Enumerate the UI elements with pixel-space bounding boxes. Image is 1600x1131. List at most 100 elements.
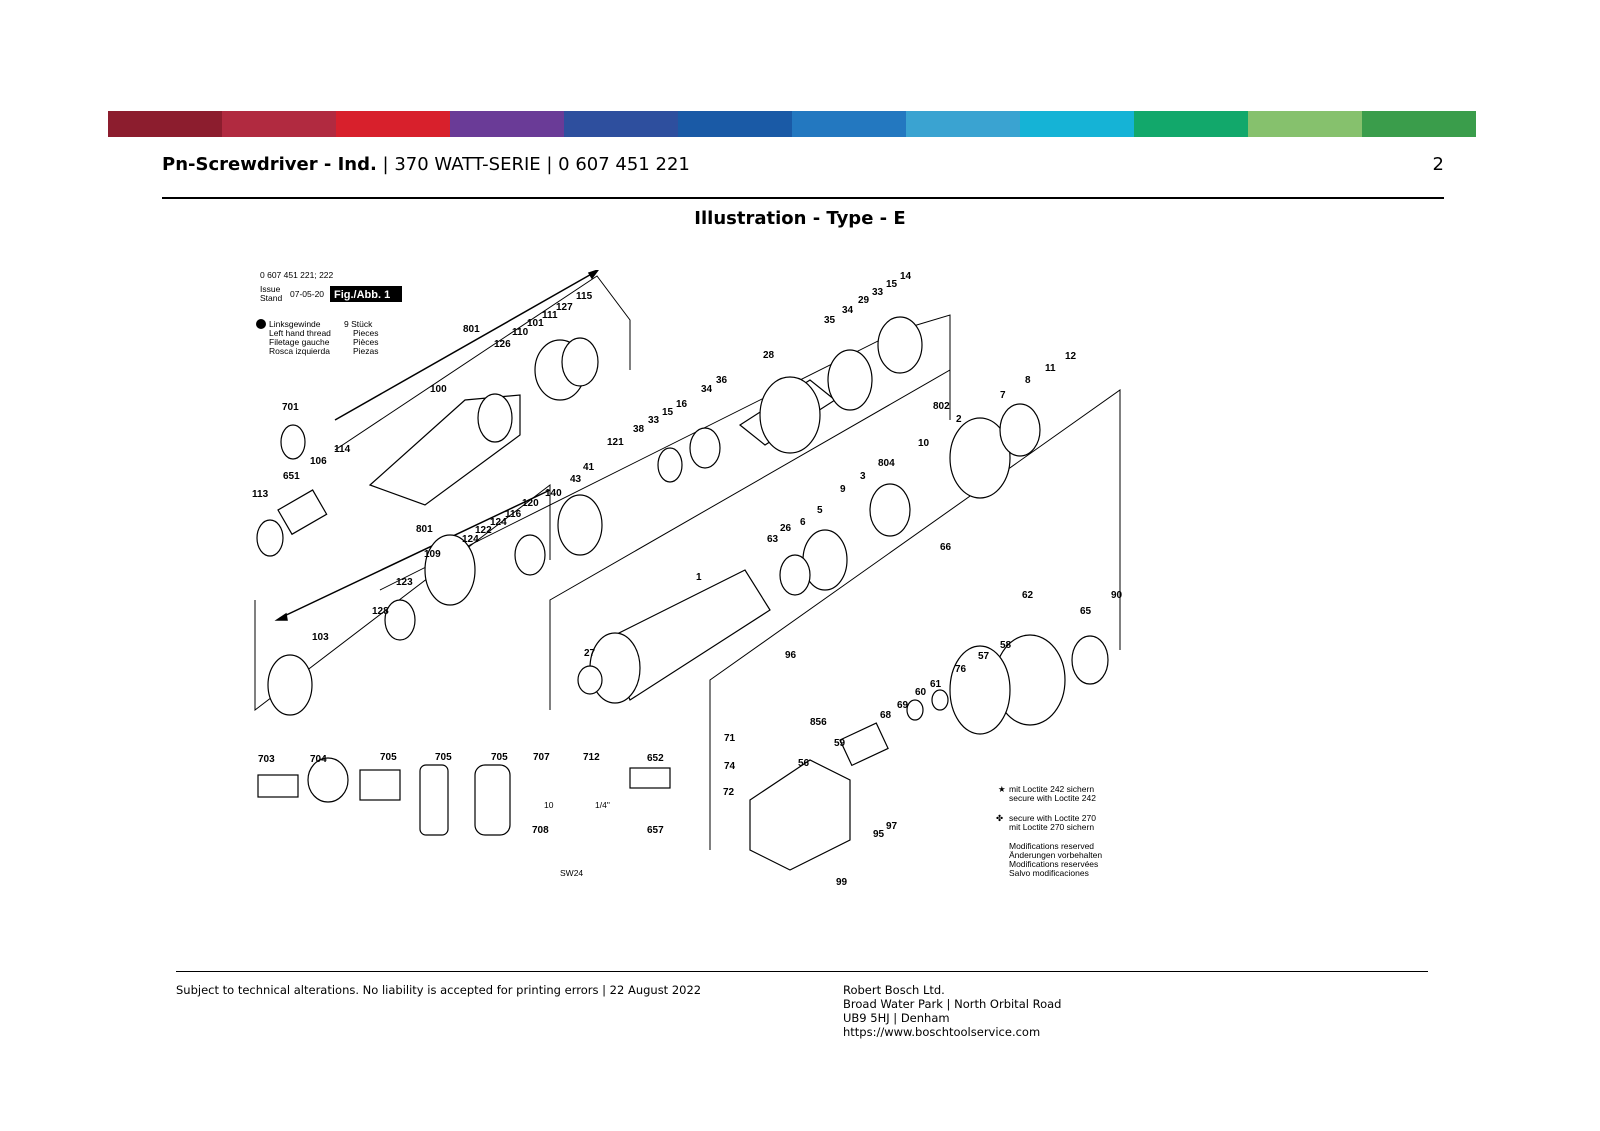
page-number: 2 (1432, 154, 1444, 175)
part-label: 120 (522, 498, 539, 509)
part-label: 71 (724, 733, 736, 744)
left-thread-symbol-icon (256, 319, 266, 329)
issue-label: Issue (260, 284, 281, 294)
color-segment (792, 111, 906, 137)
part-label: 651 (283, 471, 300, 482)
part-label: 9 (840, 484, 846, 495)
color-segment (1134, 111, 1248, 137)
part-label: 95 (873, 829, 885, 840)
part-label: 69 (897, 700, 909, 711)
page-header: Pn-Screwdriver - Ind. | 370 WATT-SERIE |… (162, 152, 1444, 182)
part-label: 114 (334, 444, 351, 455)
part-label: 121 (607, 437, 624, 448)
part-label: 113 (252, 489, 269, 500)
part-label: 652 (647, 753, 664, 764)
modifications-es: Salvo modificaciones (1009, 868, 1089, 878)
pieces-de: 9 Stück (344, 319, 373, 329)
modifications-de: Änderungen vorbehalten (1009, 850, 1102, 860)
part-label: 703 (258, 754, 275, 765)
part-labels: 801 115 127 111 101 110 126 100 701 114 … (252, 271, 1123, 888)
part-label: 72 (723, 787, 735, 798)
part-label: 101 (527, 318, 544, 329)
star-symbol-icon: ★ (998, 784, 1006, 794)
left-thread-en: Left hand thread (269, 328, 331, 338)
part-label: 2 (956, 414, 962, 425)
part-label: 707 (533, 752, 550, 763)
part-label: 801 (416, 524, 433, 535)
header-divider (162, 197, 1444, 199)
part-label: 708 (532, 825, 549, 836)
part-label: 38 (633, 424, 645, 435)
document-title-rest: | 370 WATT-SERIE | 0 607 451 221 (376, 154, 690, 175)
part-label: 41 (583, 462, 595, 473)
part-label: 29 (858, 295, 870, 306)
part-label: 96 (785, 650, 797, 661)
part-label: 57 (978, 651, 990, 662)
part-label: 35 (824, 315, 836, 326)
part-label: 110 (512, 327, 529, 338)
key-size-10: 10 (544, 800, 554, 810)
part-label: 705 (435, 752, 452, 763)
part-label: 76 (955, 664, 967, 675)
part-label: 705 (491, 752, 508, 763)
part-label: 59 (834, 738, 846, 749)
key-size-quarter: 1/4" (595, 800, 610, 810)
clover-symbol-icon: ✤ (996, 813, 1004, 823)
part-label: 123 (396, 577, 413, 588)
issue-date: 07-05-20 (290, 289, 324, 299)
part-label: 100 (430, 384, 447, 395)
color-segment (108, 111, 222, 137)
part-label: 99 (836, 877, 848, 888)
wrench-size: SW24 (560, 868, 583, 878)
part-label: 74 (724, 761, 736, 772)
arrows (274, 270, 599, 621)
part-label: 26 (780, 523, 792, 534)
part-label: 124 (462, 534, 479, 545)
footer-disclaimer: Subject to technical alterations. No lia… (176, 983, 702, 997)
loctite-270-en: secure with Loctite 270 (1009, 813, 1096, 823)
pieces-en: Pieces (353, 328, 379, 338)
part-label: 58 (1000, 640, 1012, 651)
brand-color-bar (108, 111, 1476, 137)
section-title: Illustration - Type - E (694, 208, 906, 229)
loctite-242-en: secure with Loctite 242 (1009, 793, 1096, 803)
part-label: 34 (842, 305, 854, 316)
components (256, 316, 1109, 871)
part-label: 116 (505, 509, 522, 520)
part-label: 62 (1022, 590, 1034, 601)
fig-label-box (330, 286, 402, 302)
part-label: 97 (886, 821, 898, 832)
part-label: 7 (1000, 390, 1006, 401)
modifications-en: Modifications reserved (1009, 841, 1094, 851)
part-label: 106 (310, 456, 327, 467)
part-label: 56 (798, 758, 810, 769)
part-label: 63 (767, 534, 779, 545)
part-label: 1 (696, 572, 702, 583)
fig-label: Fig./Abb. 1 (334, 289, 390, 301)
assembly-frames (254, 275, 1121, 850)
part-label: 140 (545, 488, 562, 499)
loctite-270-de: mit Loctite 270 sichern (1009, 822, 1094, 832)
part-label: 128 (372, 606, 389, 617)
part-label: 27 (584, 648, 596, 659)
website-link[interactable]: https://www.boschtoolservice.com (843, 1025, 1041, 1039)
stand-label: Stand (260, 293, 282, 303)
part-label: 122 (475, 525, 492, 536)
part-label: 109 (424, 549, 441, 560)
part-label: 11 (1045, 363, 1056, 374)
part-label: 15 (662, 407, 674, 418)
part-label: 657 (647, 825, 664, 836)
part-label: 705 (380, 752, 397, 763)
part-label: 33 (872, 287, 884, 298)
part-label: 124 (490, 517, 507, 528)
address-line-1: Broad Water Park | North Orbital Road (843, 997, 1062, 1011)
part-label: 90 (1111, 590, 1123, 601)
part-label: 6 (800, 517, 806, 528)
exploded-view-diagram: 0 607 451 221; 222 Issue Stand 07-05-20 … (252, 270, 1123, 888)
part-label: 115 (576, 291, 593, 302)
part-label: 65 (1080, 606, 1092, 617)
part-label: 16 (676, 399, 688, 410)
part-label: 36 (716, 375, 728, 386)
footer-divider (176, 971, 1428, 972)
part-label: 12 (1065, 351, 1077, 362)
